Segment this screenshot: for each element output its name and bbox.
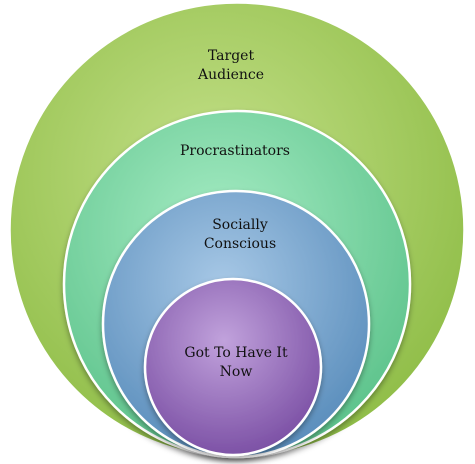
label-got-to-have-it-now: Got To Have It Now bbox=[184, 345, 288, 380]
label-procrastinators: Procrastinators bbox=[179, 143, 290, 159]
label-socially-conscious: Socially Conscious bbox=[203, 217, 277, 252]
label-target-audience: Target Audience bbox=[198, 48, 264, 83]
circle-got-to-have-it-now bbox=[143, 277, 323, 457]
